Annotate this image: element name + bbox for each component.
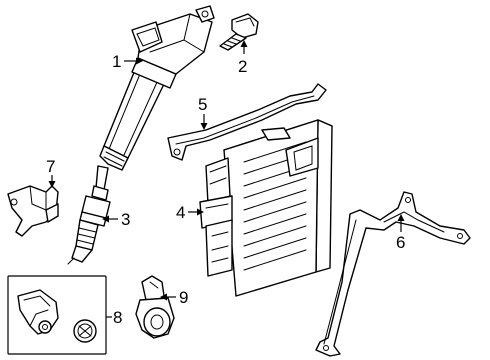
callout-2: 2 [238,57,247,76]
callout-5: 5 [198,95,207,114]
spark-plug-part[interactable] [67,165,111,265]
callout-4: 4 [176,203,185,222]
callout-7: 7 [46,157,55,176]
callout-3: 3 [121,210,130,229]
knock-sensor-part[interactable] [135,275,175,339]
camshaft-position-sensor-part[interactable] [7,185,59,237]
coil-bolt-part[interactable] [219,13,259,51]
callout-6: 6 [396,233,405,252]
sensor-kit-group[interactable] [7,275,107,355]
callout-1: 1 [112,52,121,71]
engine-control-module-part[interactable] [199,119,333,297]
callout-8: 8 [113,308,122,327]
sensor-kit-frame [7,275,107,355]
mounting-bracket-part[interactable] [315,191,471,357]
callout-9: 9 [179,288,188,307]
ecm-bracket-part[interactable] [167,83,327,161]
ignition-coil-part[interactable] [99,5,215,171]
